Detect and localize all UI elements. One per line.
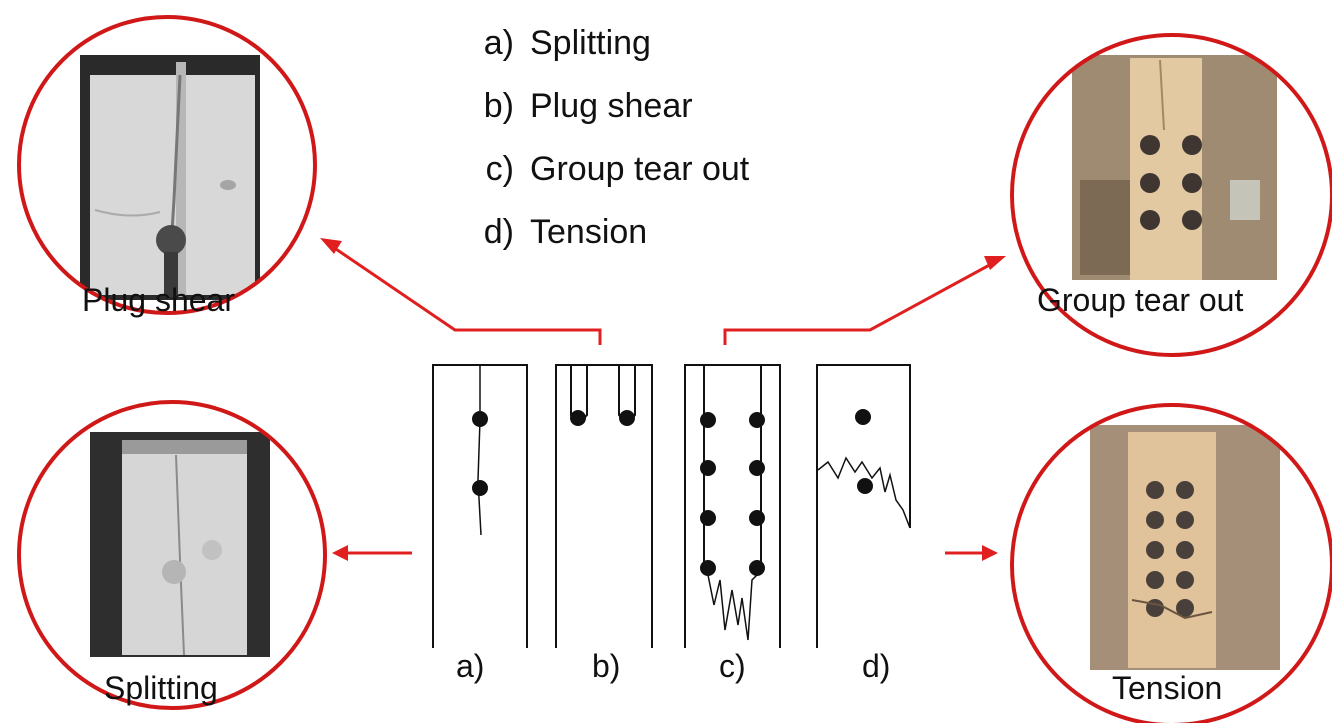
- arrowhead-group-tear-out: [984, 256, 1006, 270]
- tension-circle: [1010, 403, 1332, 723]
- tension-photo: [1090, 425, 1280, 670]
- group-tear-out-photo: [1072, 55, 1277, 280]
- legend-item-d: d) Tension: [452, 213, 647, 252]
- schematic-tension: [816, 364, 911, 648]
- plug-shear-circle: [17, 15, 317, 315]
- arrow-to-plug-shear: [329, 243, 602, 345]
- schematic-label-a: a): [456, 648, 485, 684]
- tension-caption: Tension: [1112, 670, 1223, 706]
- schematic-label-b: b): [592, 648, 621, 684]
- schematic-plug-shear: [555, 364, 653, 648]
- legend-item-a: a) Splitting: [452, 24, 651, 63]
- legend-letter: a): [483, 24, 514, 62]
- schematic-group-tear-out: [684, 364, 781, 648]
- schematic-splitting: [432, 364, 528, 648]
- splitting-caption: Splitting: [104, 670, 218, 706]
- arrow-heads: [320, 238, 1006, 561]
- arrow-to-group-tear-out: [723, 260, 996, 345]
- plug-shear-caption: Plug shear: [82, 282, 235, 318]
- schematic-label-c: c): [719, 648, 746, 684]
- legend-item-b: b) Plug shear: [452, 87, 693, 126]
- legend-text: Group tear out: [530, 150, 750, 188]
- legend-letter: d): [483, 213, 514, 251]
- group-tear-out-circle: [1010, 33, 1332, 357]
- schematic-label-d: d): [862, 648, 891, 684]
- arrowhead-splitting: [332, 545, 348, 561]
- legend-text: Splitting: [530, 24, 651, 62]
- legend-text: Plug shear: [530, 87, 693, 125]
- legend-text: Tension: [530, 213, 648, 251]
- splitting-photo: [90, 432, 270, 657]
- arrowhead-plug-shear: [320, 238, 342, 254]
- plug-shear-photo: [80, 55, 260, 300]
- connector-arrows: [329, 243, 996, 555]
- arrowhead-tension: [982, 545, 998, 561]
- legend-item-c: c) Group tear out: [452, 150, 750, 189]
- legend-letter: c): [485, 150, 514, 188]
- splitting-circle: [17, 400, 327, 710]
- legend-letter: b): [483, 87, 514, 125]
- group-tear-out-caption: Group tear out: [1037, 282, 1244, 318]
